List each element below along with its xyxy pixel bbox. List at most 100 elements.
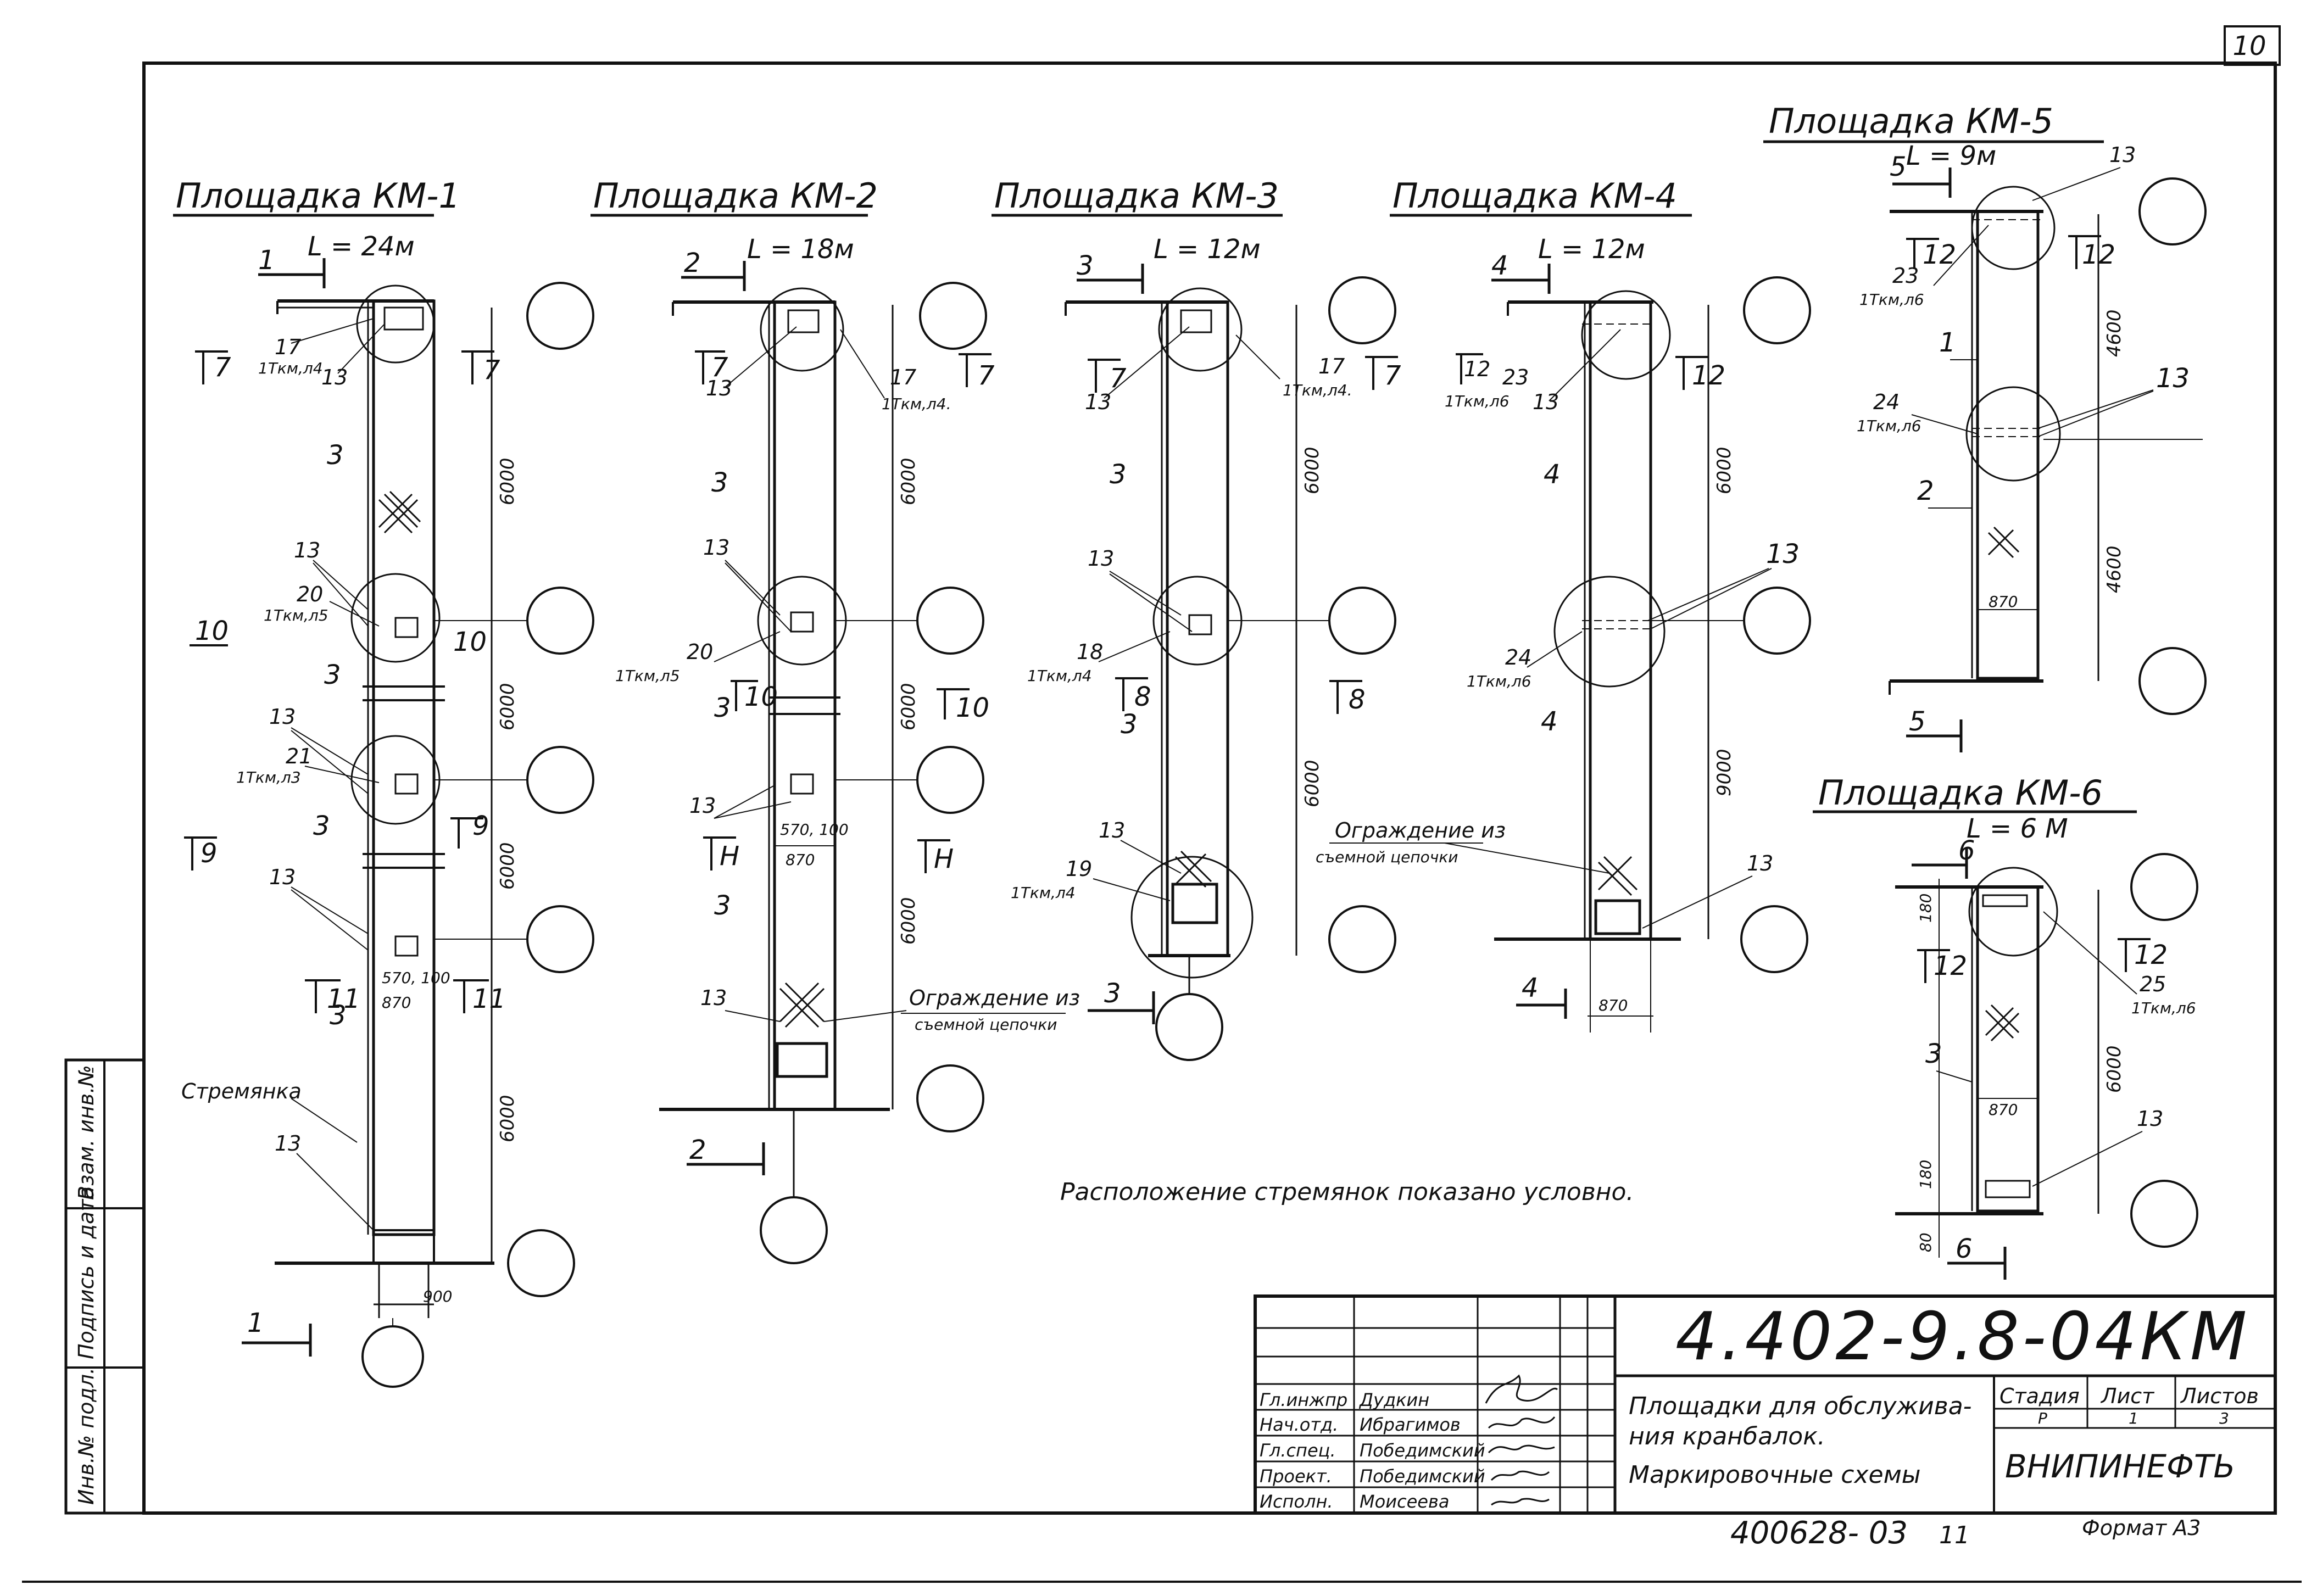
km3-mark8r: 8	[1349, 684, 1366, 715]
km1-length: L = 24м	[308, 231, 415, 262]
km2-dim2: 6000	[898, 683, 920, 730]
title-block-name-2: ния кранбалок.	[1629, 1422, 1825, 1450]
km3-section-top: 3	[1077, 250, 1094, 281]
km4-n13c: 13	[1747, 851, 1773, 875]
km2-mark7l: 7	[711, 352, 728, 383]
sheet-value: 1	[2129, 1409, 2138, 1427]
platform-km2: Площадка КМ-2 L = 18м 2 6000 6000 60	[591, 176, 1080, 1264]
archive-number: 400628- 03	[1730, 1515, 1908, 1551]
placement-note: Расположение стремянок показано условно.	[1060, 1178, 1634, 1206]
km5-n13b: 13	[2156, 363, 2190, 394]
km4-mark12r: 12	[1692, 360, 1725, 391]
km2-fence2: съемной цепочки	[915, 1015, 1057, 1034]
platform-km5: Площадка КМ-5 L = 9м 5 4600 4600 870 13 …	[1763, 101, 2207, 752]
km2-mark10: 10	[744, 682, 778, 712]
km5-n13a: 13	[2109, 143, 2136, 167]
km1-dim3: 6000	[497, 842, 519, 890]
km1-n13b: 13	[294, 538, 320, 562]
archive-sheet: 11	[1939, 1521, 1970, 1549]
km1-n13e: 13	[275, 1131, 301, 1156]
km3-n13a: 13	[1085, 390, 1111, 414]
km1-n3d: 3	[330, 1000, 347, 1031]
platform-km3: Площадка КМ-3 L = 12м 3 6000 6000 13 17 …	[992, 176, 1401, 1061]
km1-section-top: 1	[258, 245, 275, 276]
km3-n18: 18	[1077, 640, 1103, 664]
km1-dim-870: 870	[382, 994, 411, 1012]
km1-stair: Стремянка	[181, 1079, 302, 1103]
km3-n19: 19	[1066, 857, 1092, 881]
km3-n3b: 3	[1121, 709, 1138, 740]
km2-n13c: 13	[689, 794, 716, 818]
outer-frame	[142, 62, 2277, 1515]
km2-section-bottom: 2	[689, 1135, 706, 1165]
km1-n20-sub: 1Ткм,л5	[264, 606, 328, 624]
km6-n13: 13	[2137, 1107, 2163, 1131]
km1-n17: 17	[275, 335, 301, 359]
km1-n13d: 13	[269, 865, 296, 889]
km2-n17-sub: 1Ткм,л4.	[882, 395, 951, 413]
km1-section-bottom: 1	[247, 1308, 264, 1338]
km4-n23-sub: 1Ткм,л6	[1445, 392, 1510, 410]
km6-dim-80: 80	[1917, 1232, 1935, 1252]
km3-title: Площадка КМ-3	[994, 176, 1279, 216]
km1-mark7r: 7	[483, 355, 500, 386]
side-stamp: Инв.№ подл. Подпись и дата Взам. инв.№	[64, 1058, 146, 1515]
stage-header: Стадия	[1999, 1384, 2080, 1408]
km2-n13b: 13	[703, 535, 729, 560]
km3-n3a: 3	[1110, 459, 1127, 490]
km5-dim2: 4600	[2103, 545, 2125, 593]
km2-n13a: 13	[706, 376, 732, 400]
km4-n4a: 4	[1544, 459, 1561, 490]
km2-section-top: 2	[684, 248, 701, 278]
km1-dim1: 6000	[497, 457, 519, 505]
km5-n12l: 12	[1923, 239, 1956, 270]
platform-km6: Площадка КМ-6 L = 6 М 6 6000 870 180 180…	[1813, 773, 2198, 1280]
row-role-1: Гл.инжпр	[1260, 1389, 1347, 1410]
sheets-value: 3	[2219, 1409, 2229, 1427]
platform-km1: Площадка КМ-1 L = 24м 1	[173, 176, 594, 1388]
km1-mark11r: 11	[472, 984, 506, 1014]
km4-n13a: 13	[1533, 390, 1559, 414]
km5-n12r: 12	[2082, 239, 2115, 270]
km1-mark10l: 10	[195, 616, 229, 646]
km3-mark7l: 7	[1110, 363, 1127, 394]
km4-section-top: 4	[1491, 250, 1508, 281]
km1-n20: 20	[297, 582, 323, 606]
km2-n20-sub: 1Ткм,л5	[615, 667, 680, 685]
km4-n4b: 4	[1541, 706, 1558, 737]
km1-mark11l: 11	[327, 984, 360, 1014]
km1-n13c: 13	[269, 705, 296, 729]
km2-length: L = 18м	[747, 234, 854, 265]
km1-mark10r: 10	[453, 627, 487, 657]
km6-dim1: 6000	[2103, 1045, 2125, 1093]
title-block: 4.402-9.8-04КМ Площадки для обслужива- н…	[1254, 1294, 2277, 1515]
km2-n3c: 3	[714, 890, 731, 921]
km6-length: L = 6 М	[1967, 813, 2068, 844]
km6-section-bottom: 6	[1956, 1234, 1973, 1264]
km4-fence: Ограждение из	[1335, 818, 1506, 842]
side-stamp-inv: Инв.№ подл.	[74, 1368, 98, 1505]
format-label: Формат А3	[2082, 1516, 2201, 1540]
km4-n23: 23	[1502, 365, 1529, 389]
row-role-2: Нач.отд.	[1260, 1414, 1338, 1435]
km6-n25-sub: 1Ткм,л6	[2131, 999, 2196, 1017]
km2-markHl: Н	[720, 841, 739, 872]
km6-n3: 3	[1925, 1039, 1942, 1069]
km2-markHr: Н	[934, 844, 954, 874]
km4-dim2: 9000	[1713, 749, 1735, 796]
km2-dim3: 6000	[898, 897, 920, 945]
km5-n23: 23	[1892, 264, 1919, 288]
km3-n17: 17	[1318, 354, 1345, 378]
km4-length: L = 12м	[1538, 234, 1645, 265]
km5-section-top: 5	[1890, 152, 1907, 182]
km1-dim2: 6000	[497, 683, 519, 730]
km1-mark9l: 9	[200, 838, 218, 869]
page-number-box	[2224, 25, 2281, 66]
row-role-4: Проект.	[1260, 1466, 1332, 1487]
km1-dim-570: 570, 100	[382, 969, 450, 987]
km2-n20: 20	[687, 640, 713, 664]
side-stamp-replace: Взам. инв.№	[74, 1065, 98, 1200]
title-block-name-3: Маркировочные схемы	[1629, 1461, 1921, 1489]
km1-n3c: 3	[313, 811, 330, 841]
km5-section-bottom: 5	[1909, 706, 1926, 737]
